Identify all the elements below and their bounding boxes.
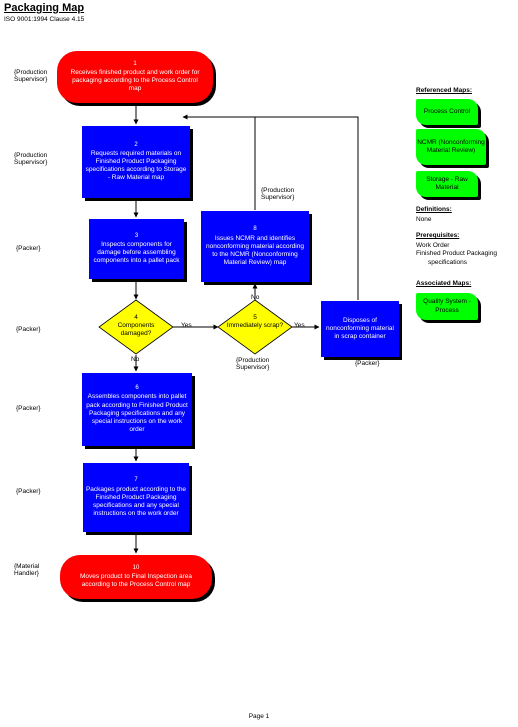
step-8-text: Issues NCMR and identifies nonconforming… — [206, 234, 304, 266]
step-6-number: 6 — [135, 384, 139, 391]
step-8-issue-ncmr[interactable]: 8 Issues NCMR and identifies nonconformi… — [201, 211, 309, 282]
step-9-text: Disposes of nonconforming material in sc… — [326, 316, 394, 341]
step-10-end[interactable]: 10 Moves product to Final Inspection are… — [60, 555, 212, 599]
step-2-number: 2 — [134, 141, 138, 148]
step-1-number: 1 — [133, 61, 137, 68]
decision-5-text: Immediately scrap? — [226, 321, 284, 329]
decision-diamond-5 — [217, 299, 293, 355]
step-9-dispose-material[interactable]: Disposes of nonconforming material in sc… — [321, 301, 399, 357]
step-10-number: 10 — [132, 565, 140, 572]
prereq-specifications: specifications — [428, 258, 468, 266]
role-label-4: {Packer} — [16, 326, 41, 333]
arrow-9-2 — [255, 116, 359, 300]
decision-4-label: 4 Components damaged? — [103, 314, 169, 337]
decision-diamond-4 — [98, 299, 174, 355]
step-7-package-product[interactable]: 7 Packages product according to the Fini… — [83, 463, 189, 532]
step-7-text: Packages product according to the Finish… — [85, 485, 187, 517]
prerequisites-list: Work Order Finished Product Packaging sp… — [416, 242, 497, 267]
yes-label-5: Yes — [294, 322, 305, 329]
prerequisites-heading: Prerequisites: — [416, 232, 460, 239]
yes-label-4: Yes — [181, 322, 192, 329]
step-2-request-materials[interactable]: 2 Requests required materials on Finishe… — [82, 126, 190, 198]
map-link-storage-raw-material[interactable]: Storage - Raw Material — [416, 171, 478, 197]
definitions-text: None — [416, 216, 432, 223]
step-6-text: Assembles components into pallet pack ac… — [86, 393, 188, 433]
step-10-text: Moves product to Final Inspection area a… — [79, 572, 192, 588]
no-label-5: No — [251, 294, 260, 301]
referenced-maps-heading: Referenced Maps: — [416, 87, 472, 94]
step-2-text: Requests required materials on Finished … — [85, 150, 187, 182]
map-link-quality-system[interactable]: Quality System - Process — [416, 293, 478, 320]
role-label-6: {Packer} — [16, 488, 41, 495]
step-3-text: Inspects components for damage before as… — [93, 241, 180, 265]
step-1-text: Receives finished product and work order… — [70, 68, 200, 92]
associated-maps-heading: Associated Maps: — [416, 280, 472, 287]
prereq-work-order: Work Order — [416, 242, 450, 249]
page-number: Page 1 — [248, 713, 270, 720]
role-label-5: {Packer} — [16, 405, 41, 412]
decision-5-label: 5 Immediately scrap? — [222, 314, 288, 330]
step-1-start[interactable]: 1 Receives finished product and work ord… — [57, 51, 213, 103]
step-8-number: 8 — [253, 226, 257, 232]
step-6-assemble-pallet[interactable]: 6 Assembles components into pallet pack … — [82, 373, 192, 446]
role-label-3: {Packer} — [16, 245, 41, 252]
decision-4-text: Components damaged? — [117, 321, 155, 337]
map-link-ncmr[interactable]: NCMR (Nonconforming Material Review) — [416, 129, 486, 165]
page-title: Packaging Map — [4, 2, 85, 14]
prereq-packaging: Finished Product Packaging — [416, 250, 497, 258]
no-label-4: No — [131, 356, 140, 363]
arrow-8-2 — [182, 114, 256, 210]
step-3-number: 3 — [134, 232, 139, 239]
definitions-heading: Definitions: — [416, 206, 452, 213]
step-7-number: 7 — [134, 477, 138, 483]
role-label-10: {Packer} — [355, 360, 380, 367]
map-link-process-control[interactable]: Process Control — [416, 99, 478, 125]
decision-5-number: 5 — [253, 314, 257, 321]
step-3-inspect-components[interactable]: 3 Inspects components for damage before … — [89, 219, 184, 279]
page-subtitle: ISO 9001:1994 Clause 4.15 — [4, 16, 85, 23]
decision-4-number: 4 — [134, 314, 138, 321]
